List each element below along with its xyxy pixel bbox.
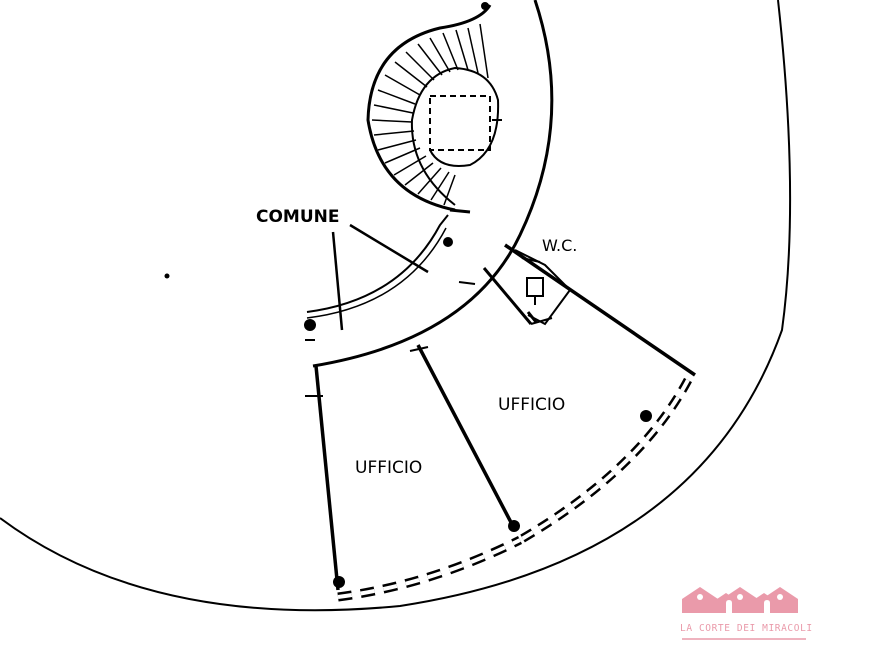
column-dot [304, 319, 316, 331]
label-wc: W.C. [542, 236, 577, 255]
window-band-bottom [337, 535, 523, 602]
watermark-text: LA CORTE DEI MIRACOLI [680, 623, 813, 634]
column-dot [443, 237, 453, 247]
spiral-staircase [366, 2, 502, 214]
partition-wall-middle [416, 344, 517, 531]
watermark-logo: LA CORTE DEI MIRACOLI [680, 587, 813, 640]
label-comune: COMUNE [256, 207, 340, 227]
comune-pointer-line [349, 223, 429, 274]
label-ufficio-right: UFFICIO [498, 395, 565, 415]
column-dot [508, 520, 520, 532]
label-ufficio-left: UFFICIO [355, 458, 422, 478]
column-dot [164, 273, 170, 279]
column-dot [640, 410, 652, 422]
wc-room [514, 249, 572, 326]
column-dot [333, 576, 345, 588]
partition-wall-right [504, 243, 696, 377]
outer-wall [0, 0, 792, 612]
comune-pointer-line-2 [331, 231, 344, 331]
corridor-railing [306, 214, 449, 313]
inner-wall [312, 0, 554, 368]
partition-wall-left [314, 365, 340, 591]
